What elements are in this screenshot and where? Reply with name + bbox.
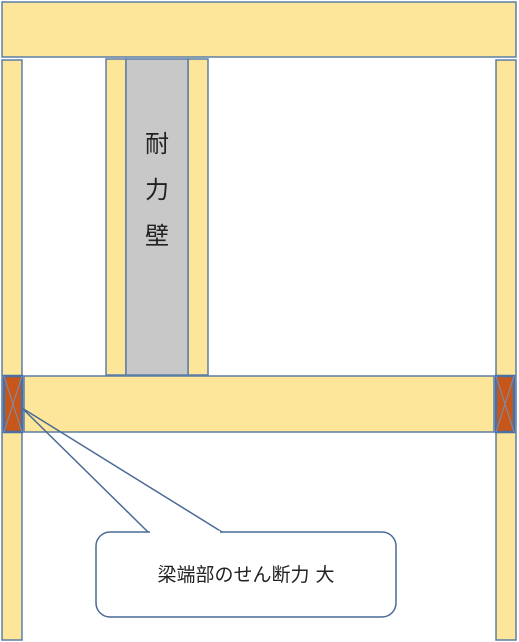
callout-pointer: [21, 407, 223, 533]
left-column: [1, 59, 23, 641]
callout-text: 梁端部のせん断力 大: [157, 564, 334, 586]
bearing-wall-panel: [125, 58, 189, 376]
right-beam-end-joint: [494, 374, 516, 434]
wall-stud-right: [187, 58, 209, 376]
wall-label-char-3: 壁: [145, 222, 169, 250]
top-beam: [1, 1, 517, 58]
middle-beam: [23, 375, 495, 433]
left-beam-end-joint: [2, 374, 24, 434]
callout-box: [95, 531, 397, 618]
wall-stud-left: [105, 58, 127, 376]
wall-label-char-2: 力: [145, 176, 169, 204]
right-column: [495, 59, 517, 641]
wall-label-char-1: 耐: [145, 130, 169, 158]
